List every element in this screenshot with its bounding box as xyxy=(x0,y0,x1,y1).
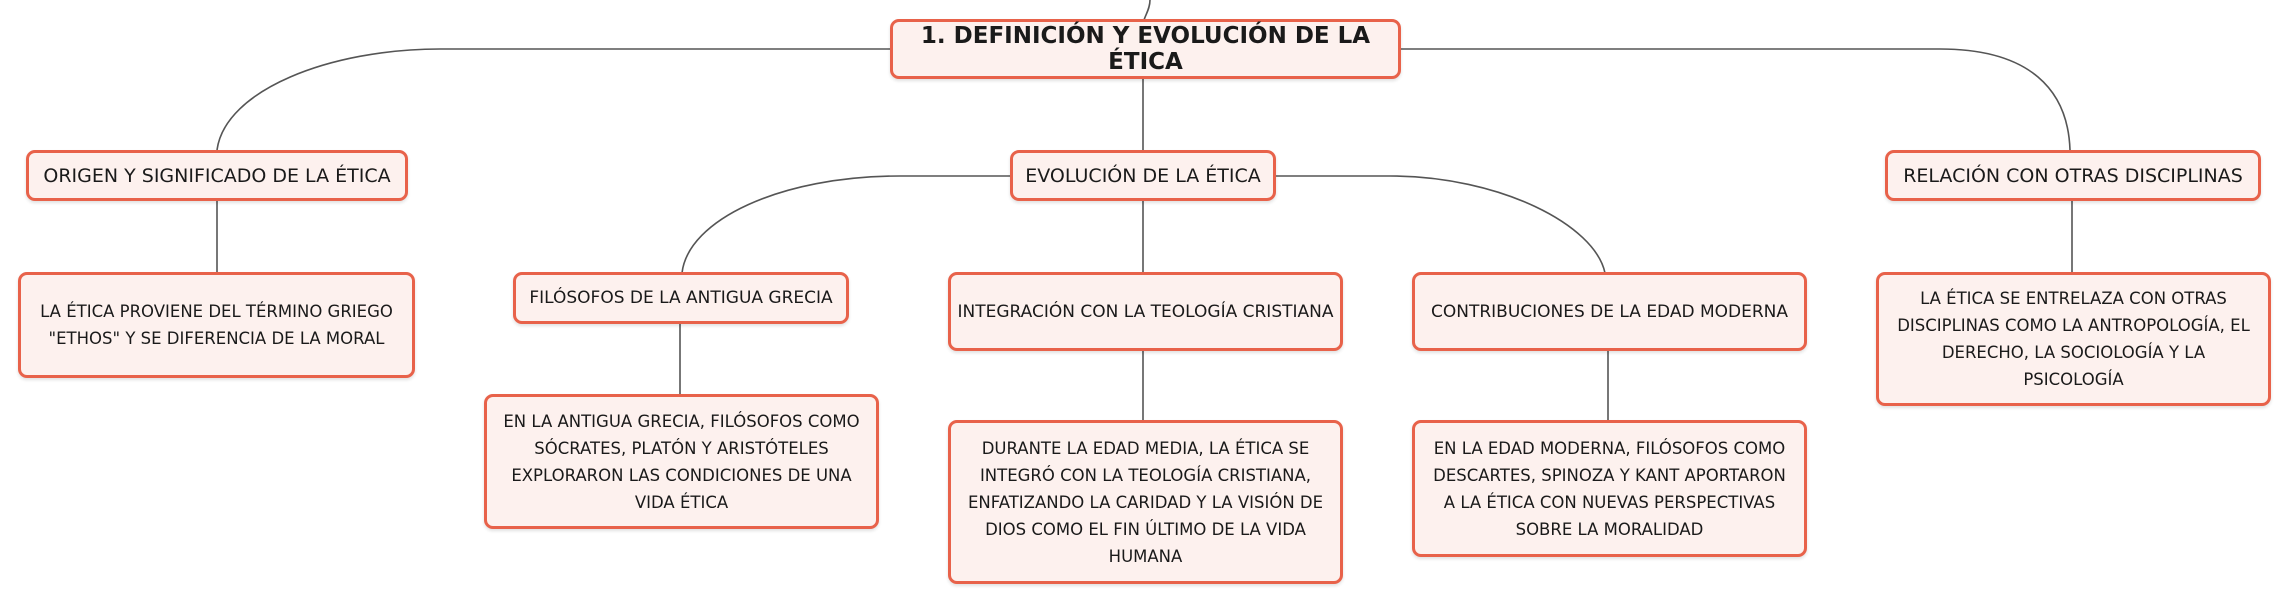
connector-evolucion-grecia xyxy=(681,175,1010,274)
connector-evolucion-moderna xyxy=(1275,175,1606,274)
topic-origen-label: ORIGEN Y SIGNIFICADO DE LA ÉTICA xyxy=(43,164,391,187)
topic-evolucion[interactable]: EVOLUCIÓN DE LA ÉTICA xyxy=(1010,150,1276,201)
root-node[interactable]: 1. DEFINICIÓN Y EVOLUCIÓN DE LA ÉTICA xyxy=(890,19,1401,79)
detail-teologia-text: DURANTE LA EDAD MEDIA, LA ÉTICA SE INTEG… xyxy=(967,438,1324,566)
detail-grecia[interactable]: EN LA ANTIGUA GRECIA, FILÓSOFOS COMO SÓC… xyxy=(484,394,879,529)
detail-teologia[interactable]: DURANTE LA EDAD MEDIA, LA ÉTICA SE INTEG… xyxy=(948,420,1343,584)
detail-origen[interactable]: LA ÉTICA PROVIENE DEL TÉRMINO GRIEGO "ET… xyxy=(18,272,415,378)
subtopic-teologia-label: INTEGRACIÓN CON LA TEOLOGÍA CRISTIANA xyxy=(957,301,1334,322)
topic-relacion[interactable]: RELACIÓN CON OTRAS DISCIPLINAS xyxy=(1885,150,2261,201)
root-node-label: 1. DEFINICIÓN Y EVOLUCIÓN DE LA ÉTICA xyxy=(920,23,1371,75)
detail-moderna[interactable]: EN LA EDAD MODERNA, FILÓSOFOS COMO DESCA… xyxy=(1412,420,1807,557)
subtopic-moderna-label: CONTRIBUCIONES DE LA EDAD MODERNA xyxy=(1430,301,1789,322)
subtopic-grecia-label: FILÓSOFOS DE LA ANTIGUA GRECIA xyxy=(529,288,833,308)
detail-grecia-text: EN LA ANTIGUA GRECIA, FILÓSOFOS COMO SÓC… xyxy=(503,411,860,512)
connector-root-relacion xyxy=(1400,48,2071,151)
subtopic-moderna[interactable]: CONTRIBUCIONES DE LA EDAD MODERNA xyxy=(1412,272,1807,351)
subtopic-grecia[interactable]: FILÓSOFOS DE LA ANTIGUA GRECIA xyxy=(513,272,849,324)
detail-relacion-text: LA ÉTICA SE ENTRELAZA CON OTRAS DISCIPLI… xyxy=(1897,289,2250,389)
detail-moderna-text: EN LA EDAD MODERNA, FILÓSOFOS COMO DESCA… xyxy=(1433,438,1786,539)
subtopic-teologia[interactable]: INTEGRACIÓN CON LA TEOLOGÍA CRISTIANA xyxy=(948,272,1343,351)
topic-origen[interactable]: ORIGEN Y SIGNIFICADO DE LA ÉTICA xyxy=(26,150,408,201)
connector-root-parent xyxy=(1143,0,1151,21)
topic-relacion-label: RELACIÓN CON OTRAS DISCIPLINAS xyxy=(1903,164,2243,187)
topic-evolucion-label: EVOLUCIÓN DE LA ÉTICA xyxy=(1025,164,1261,187)
detail-origen-text: LA ÉTICA PROVIENE DEL TÉRMINO GRIEGO "ET… xyxy=(40,302,393,348)
connector-root-origen xyxy=(216,48,890,151)
detail-relacion[interactable]: LA ÉTICA SE ENTRELAZA CON OTRAS DISCIPLI… xyxy=(1876,272,2271,406)
